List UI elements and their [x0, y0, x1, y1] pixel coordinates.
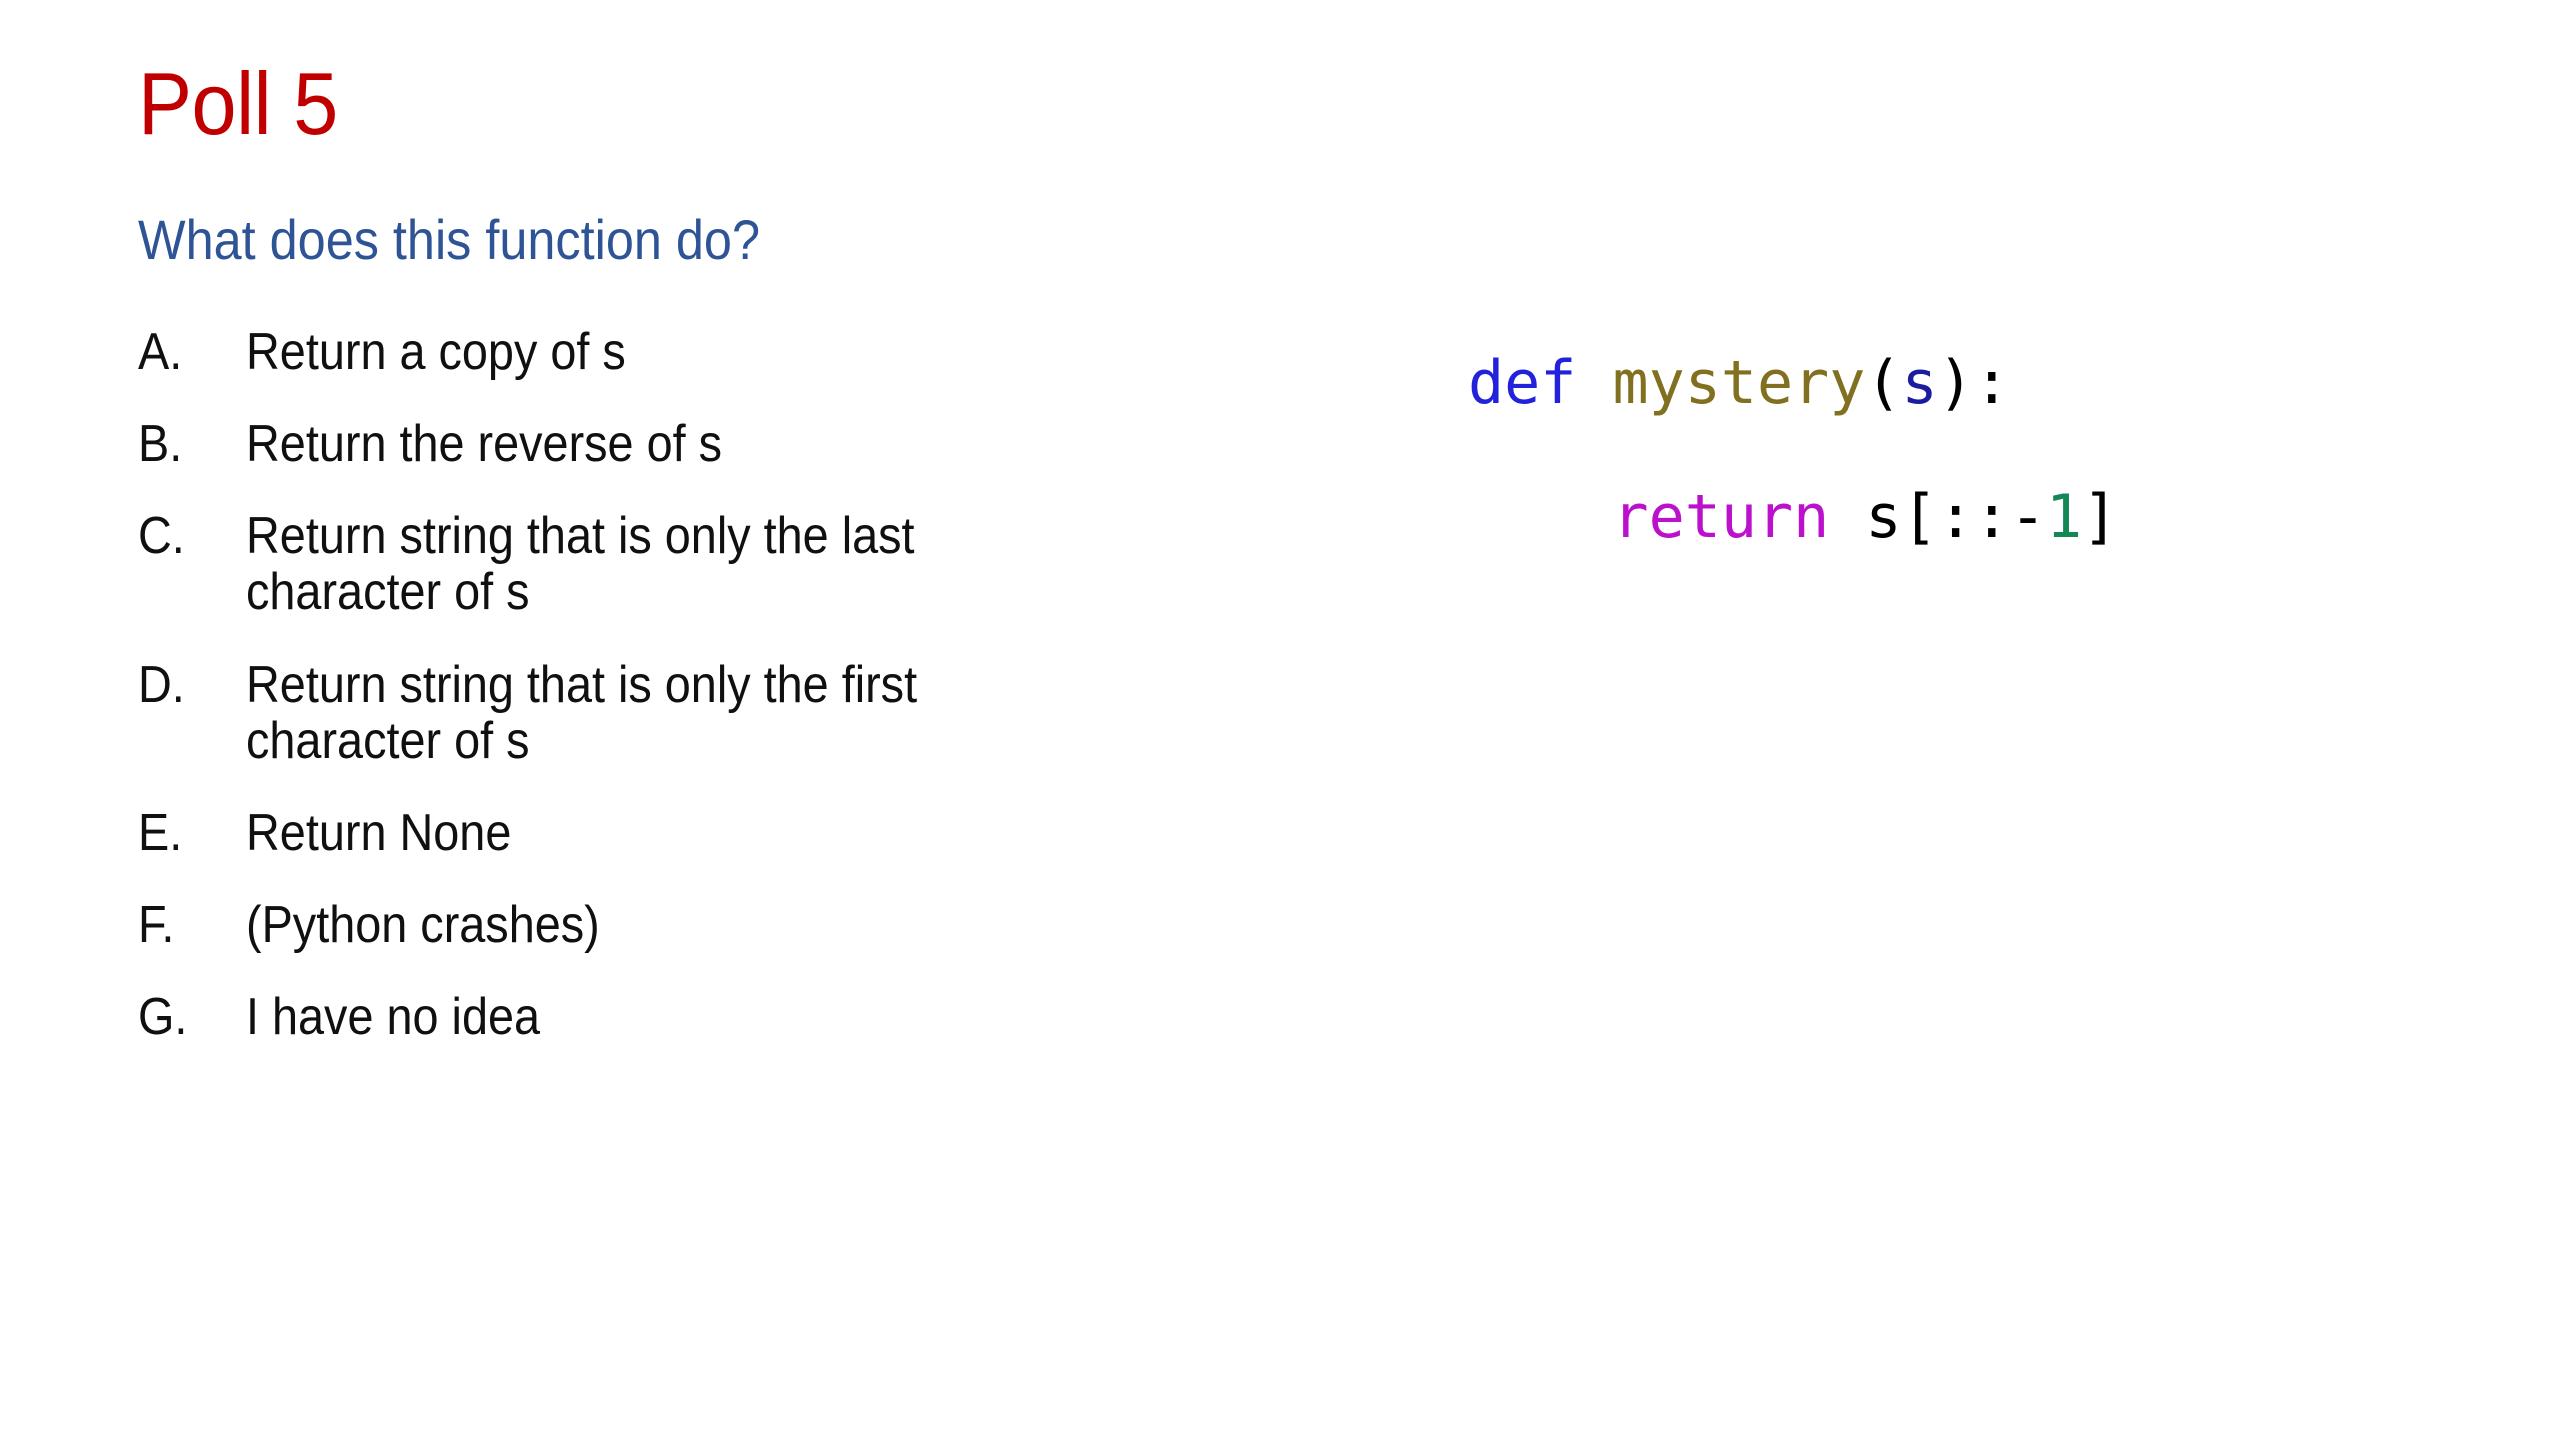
poll-option-e[interactable]: E. Return None [138, 805, 1348, 861]
code-token-plain [1829, 482, 1865, 552]
option-marker: G. [138, 988, 188, 1047]
code-token-function: mystery [1612, 347, 1866, 418]
code-token-keyword: def [1468, 347, 1577, 418]
code-line-2: return s[::-1] [1468, 481, 2119, 552]
code-token-param: s [1901, 347, 1938, 418]
code-token-punct: ] [2082, 481, 2119, 552]
code-token-punct: ( [1865, 347, 1902, 418]
left-content-column: Poll 5 What does this function do? A. Ret… [138, 54, 1348, 1046]
option-marker: C. [138, 507, 185, 566]
option-label: Return a copy of s [246, 323, 626, 381]
poll-option-f[interactable]: F. (Python crashes) [138, 897, 1348, 953]
option-label: Return None [246, 803, 512, 862]
option-marker: F. [138, 896, 175, 955]
option-marker: E. [138, 803, 183, 862]
poll-option-a[interactable]: A. Return a copy of s [138, 324, 1348, 380]
option-label: Return the reverse of s [246, 415, 723, 474]
poll-option-c[interactable]: C. Return string that is only the last ch… [138, 508, 1348, 620]
option-label: (Python crashes) [246, 896, 600, 955]
page-title: Poll 5 [138, 54, 338, 153]
code-token-punct: ) [1937, 347, 1974, 418]
option-marker: D. [138, 655, 185, 714]
code-token-plain [1576, 348, 1612, 418]
option-label: Return string that is only the last char… [246, 507, 915, 622]
poll-question: What does this function do? [138, 208, 760, 271]
poll-options-list: A. Return a copy of s B. Return the reverse… [138, 324, 1348, 1046]
option-marker: B. [138, 415, 183, 474]
code-line-1: def mystery(s): [1468, 347, 2118, 418]
code-token-keyword: return [1612, 481, 1830, 552]
code-token-plain [1468, 482, 1613, 552]
code-token-punct: : [1973, 347, 2010, 418]
option-label: Return string that is only the first cha… [246, 655, 918, 770]
code-token-number: 1 [2046, 481, 2083, 552]
code-token-plain: s[::- [1865, 481, 2046, 552]
code-snippet: def mystery(s): return s[::-1] [1468, 148, 2118, 551]
poll-option-b[interactable]: B. Return the reverse of s [138, 416, 1348, 472]
poll-option-d[interactable]: D. Return string that is only the first c… [138, 655, 1348, 770]
option-label: I have no idea [246, 988, 541, 1047]
poll-option-g[interactable]: G. I have no idea [138, 989, 1348, 1045]
option-marker: A. [138, 323, 183, 381]
